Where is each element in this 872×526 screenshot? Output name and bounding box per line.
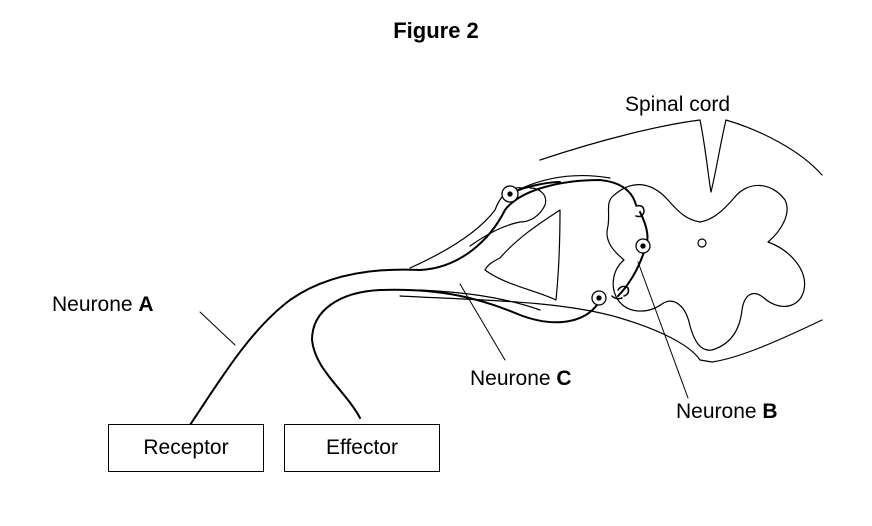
leader-neurone-a [199,311,236,346]
leader-neurone-b [637,261,689,399]
synapse-lower [617,285,630,297]
label-neurone-b-prefix: Neurone [676,400,763,423]
label-neurone-a: Neurone A [52,293,154,317]
synapse-lower-2 [611,295,623,300]
label-neurone-b-letter: B [762,400,778,423]
grey-matter-outline [606,184,806,351]
spinal-cord-outline-bottom [399,295,823,363]
neurone-c-cell-body [591,290,607,306]
label-neurone-c-letter: C [556,367,572,390]
effector-box: Effector [284,424,440,472]
label-neurone-b: Neurone B [676,400,778,424]
white-matter-outline [484,209,561,301]
central-canal [697,238,707,248]
neurone-a-cell-body [501,185,519,203]
label-spinal-cord: Spinal cord [625,93,731,116]
neurone-a-fibre [189,179,637,426]
neurone-b-cell-body [635,238,651,254]
label-neurone-a-prefix: Neurone [52,293,139,316]
label-neurone-c-prefix: Neurone [470,367,557,390]
leader-neurone-c [459,283,506,361]
synapse-upper [635,204,645,218]
receptor-box: Receptor [108,424,264,472]
figure-title: Figure 2 [393,18,479,43]
dorsal-root-ganglion-outline [469,187,547,247]
label-neurone-c: Neurone C [470,367,572,391]
label-neurone-a-letter: A [138,293,154,316]
spinal-cord-outline-top [539,119,823,193]
neurone-c-fibre [311,288,601,419]
neurone-b-fibre [617,211,649,297]
